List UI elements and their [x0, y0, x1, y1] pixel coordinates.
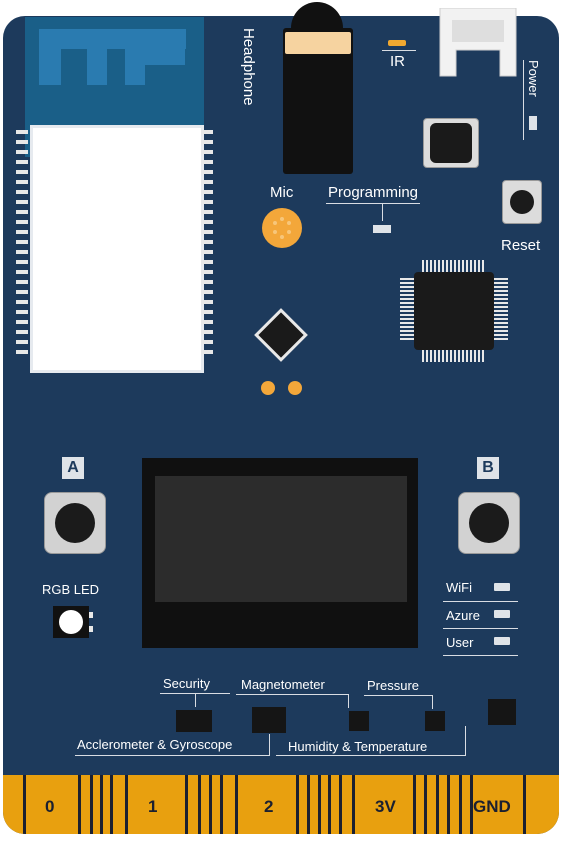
wifi-module-pins: [16, 130, 213, 354]
edge-pin-0: 0: [45, 797, 55, 816]
rgb-led: [53, 606, 93, 638]
rgb-led-label: RGB LED: [42, 582, 100, 597]
humidity-temp-chip: [488, 699, 516, 725]
led-dot-2: [288, 381, 302, 395]
edge-pin-3v: 3V: [375, 797, 396, 816]
edge-pin-gnd: GND: [473, 797, 511, 816]
accel-line: [75, 755, 270, 756]
led-dot-1: [261, 381, 275, 395]
ir-led: [388, 40, 406, 46]
microphone: [262, 208, 302, 248]
pressure-line-drop: [432, 695, 433, 709]
user-divider: [443, 655, 518, 656]
accel-line-up: [269, 734, 270, 756]
magnetometer-line-drop: [348, 694, 349, 708]
wifi-divider: [443, 601, 518, 602]
azure-divider: [443, 628, 518, 629]
security-line-drop: [195, 693, 196, 707]
reset-button[interactable]: [502, 180, 542, 224]
user-label: User: [446, 635, 474, 650]
programming-button[interactable]: [423, 118, 479, 168]
user-led: [494, 637, 510, 645]
edge-pin-2: 2: [264, 797, 274, 816]
programming-line: [326, 203, 420, 204]
azure-led: [494, 610, 510, 618]
azure-label: Azure: [446, 608, 480, 623]
programming-button-cap: [430, 123, 472, 163]
button-b-badge: B: [477, 457, 499, 479]
headphone-label: Headphone: [240, 28, 257, 106]
button-b-cap: [469, 503, 509, 543]
button-a-cap: [55, 503, 95, 543]
ir-underline: [382, 50, 416, 51]
security-label: Security: [163, 676, 210, 691]
humidity-temp-label: Humidity & Temperature: [288, 739, 428, 754]
magnetometer-line: [236, 694, 348, 695]
accelerometer-chip: [252, 707, 286, 733]
wifi-label: WiFi: [446, 580, 472, 595]
oled-display-area: [155, 476, 407, 602]
power-line: [523, 60, 524, 140]
pressure-chip: [425, 711, 445, 731]
pressure-label: Pressure: [367, 678, 420, 693]
wifi-led: [494, 583, 510, 591]
power-led: [529, 116, 537, 130]
programming-led: [373, 225, 391, 233]
ir-label: IR: [390, 53, 405, 70]
reset-label: Reset: [501, 237, 541, 254]
edge-connector: 0 1 2 3V GND: [3, 775, 559, 834]
humidity-line-up: [465, 726, 466, 756]
reset-button-cap: [510, 190, 534, 214]
magnetometer-label: Magnetometer: [241, 677, 325, 692]
small-chip: [248, 302, 314, 368]
button-a-badge: A: [62, 457, 84, 479]
usb-port[interactable]: [438, 7, 518, 78]
button-a[interactable]: [44, 492, 106, 554]
wifi-module: [30, 125, 204, 373]
edge-pin-1: 1: [148, 797, 158, 816]
humidity-line: [276, 755, 466, 756]
mcu-chip: [400, 260, 512, 362]
oled-screen: [142, 458, 418, 648]
power-label: Power: [526, 60, 541, 97]
magnetometer-chip: [349, 711, 369, 731]
button-b[interactable]: [458, 492, 520, 554]
headphone-jack[interactable]: [283, 0, 353, 175]
mic-label: Mic: [270, 184, 294, 201]
security-chip: [176, 710, 212, 732]
accel-gyro-label: Acclerometer & Gyroscope: [77, 737, 233, 752]
pressure-line: [364, 695, 432, 696]
programming-label: Programming: [328, 184, 419, 201]
programming-line-drop: [382, 203, 383, 221]
